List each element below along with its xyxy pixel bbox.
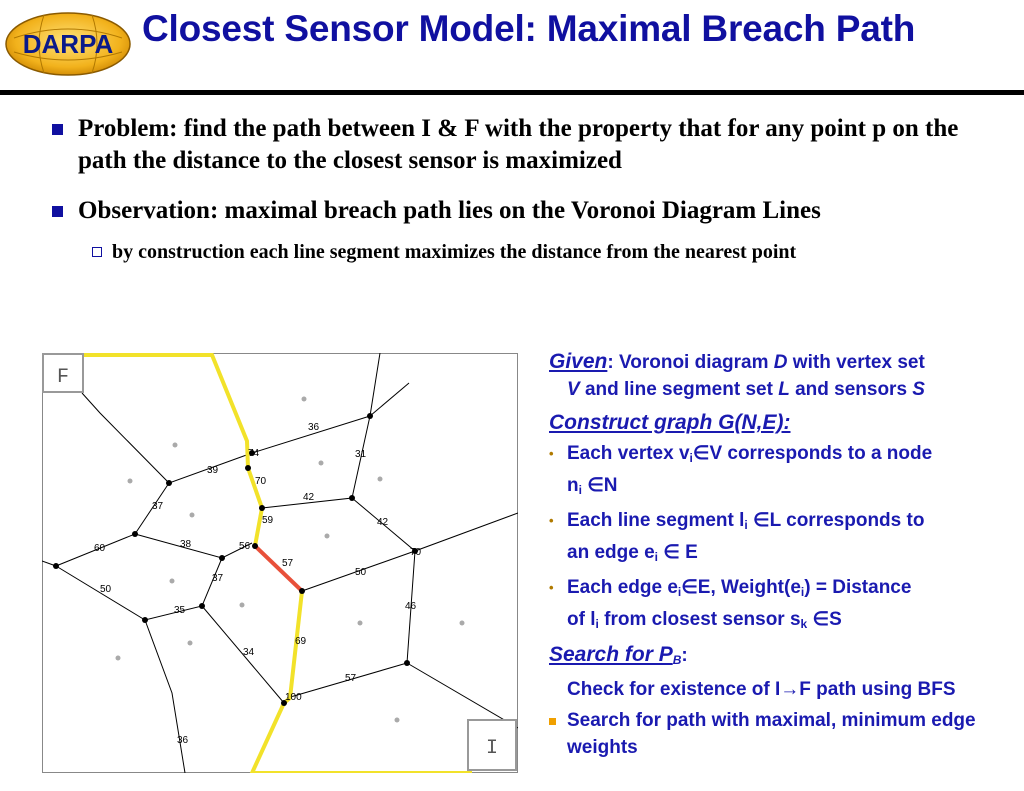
voronoi-vertices: [53, 413, 418, 706]
edge-weight: 39: [207, 465, 219, 476]
bullet-observation-text: Observation: maximal breach path lies on…: [78, 197, 821, 224]
element-of-symbol: ∈: [812, 609, 830, 630]
subscript: i: [800, 585, 805, 599]
square-bullet-icon: [52, 206, 63, 217]
given-d: D: [773, 352, 788, 373]
bullet-dot-icon: •: [549, 580, 554, 595]
logo-text: DARPA: [23, 29, 114, 59]
bullet-list: Problem: find the path between I & F wit…: [50, 113, 1010, 265]
edge-weight: 37: [152, 501, 164, 512]
graph-construction-panel: Given: Voronoi diagram D with vertex set…: [549, 348, 1019, 764]
list-item: Search for path with maximal, minimum ed…: [549, 707, 1019, 761]
item-text: of l: [567, 609, 596, 630]
given-line: Given: Voronoi diagram D with vertex set…: [549, 348, 1019, 403]
edge-weight: 31: [355, 449, 367, 460]
bullet-problem-text: Problem: find the path between I & F wit…: [78, 115, 959, 174]
edge-weight: 60: [94, 543, 106, 554]
given-l: L: [778, 379, 790, 400]
edge-weight: 46: [405, 601, 417, 612]
edge-weight: 70: [255, 476, 267, 487]
check-text: Check for existence of I→F path using BF…: [567, 679, 956, 700]
darpa-logo: DARPA: [5, 12, 131, 76]
edge-weight: 59: [262, 515, 274, 526]
square-bullet-icon: [549, 718, 556, 725]
given-text: with vertex set: [787, 352, 925, 373]
bullet-observation: Observation: maximal breach path lies on…: [50, 195, 1010, 227]
edge-weight: 57: [282, 558, 294, 569]
edge-weight: 74: [248, 448, 260, 459]
subscript: i: [578, 483, 582, 497]
edge-weight: 36: [177, 735, 189, 746]
item-text: E, Weight(e: [697, 577, 801, 598]
label-i: I: [486, 737, 498, 760]
item-text: E: [685, 542, 698, 563]
subscript: k: [800, 617, 808, 631]
subscript: i: [595, 617, 599, 631]
voronoi-diagram: 74 36 39 31 70 42 37 59 42 38 56 57 70 6…: [42, 353, 518, 773]
subscript: i: [677, 585, 682, 599]
given-text: and line segment set: [579, 379, 779, 400]
item-text: Each line segment l: [567, 510, 745, 531]
given-text: : Voronoi diagram: [607, 352, 774, 373]
search-heading: Search for PB: [549, 643, 682, 667]
list-item: • Each edge ei∈E, Weight(ei) = Distance …: [549, 574, 1019, 638]
list-item: • Each vertex vi∈V corresponds to a node…: [549, 440, 1019, 504]
bullet-problem: Problem: find the path between I & F wit…: [50, 113, 1010, 177]
given-heading: Given: [549, 350, 608, 373]
item-text: ) = Distance: [804, 577, 912, 598]
hollow-square-bullet-icon: [92, 247, 102, 257]
element-of-symbol: ∈: [753, 510, 770, 531]
edge-weight: 37: [212, 573, 224, 584]
sensors: [115, 396, 465, 723]
critical-segment: [253, 544, 304, 593]
sub-bullet-text: by construction each line segment maximi…: [112, 241, 797, 263]
element-of-symbol: ∈: [663, 542, 680, 563]
subscript: i: [744, 518, 748, 532]
item-text: N: [603, 475, 618, 496]
construct-heading: Construct graph G(N,E):: [549, 411, 791, 434]
edge-weight: 36: [308, 422, 320, 433]
edge-weight: 42: [377, 517, 389, 528]
item-text: an edge e: [567, 542, 655, 563]
subscript: i: [654, 550, 658, 564]
list-item: • Each line segment li ∈L corresponds to…: [549, 507, 1019, 571]
edge-weight: 38: [180, 539, 192, 550]
item-text: V corresponds to a node: [709, 443, 933, 464]
search-heading-line: Search for PB:: [549, 643, 688, 667]
edge-weight: 57: [345, 673, 357, 684]
edge-weight: 50: [100, 584, 112, 595]
label-f: F: [57, 366, 69, 389]
item-text: L corresponds to: [769, 510, 925, 531]
item-text: n: [567, 475, 579, 496]
item-text: from closest sensor s: [598, 609, 801, 630]
arrow-icon: →: [780, 679, 800, 700]
item-text: Search for path with maximal, minimum ed…: [567, 710, 976, 758]
bullet-dot-icon: •: [549, 513, 554, 528]
label-i-box: I: [467, 719, 517, 771]
square-bullet-icon: [52, 124, 63, 135]
item-text: S: [829, 609, 842, 630]
edge-weight: 70: [410, 547, 422, 558]
element-of-symbol: ∈: [587, 475, 604, 496]
given-text: and sensors: [789, 379, 913, 400]
title-rule: [0, 90, 1024, 95]
given-v: V: [567, 379, 580, 400]
subscript: i: [689, 451, 693, 465]
element-of-symbol: ∈: [681, 577, 698, 598]
edge-weight: 34: [243, 647, 255, 658]
bullet-dot-icon: •: [549, 446, 554, 461]
edge-weight: 50: [355, 567, 367, 578]
given-s: S: [912, 379, 925, 400]
edge-weight: 42: [303, 492, 315, 503]
edge-weight: 56: [239, 541, 251, 552]
element-of-symbol: ∈: [692, 443, 710, 464]
item-text: Each vertex v: [567, 443, 690, 464]
label-f-box: F: [42, 353, 84, 393]
edge-weight: 69: [295, 636, 307, 647]
page-title: Closest Sensor Model: Maximal Breach Pat…: [142, 8, 916, 49]
item-text: Each edge e: [567, 577, 678, 598]
sub-bullet: by construction each line segment maximi…: [50, 239, 1010, 265]
edge-weight: 35: [174, 605, 186, 616]
edge-weight: 100: [285, 692, 302, 703]
